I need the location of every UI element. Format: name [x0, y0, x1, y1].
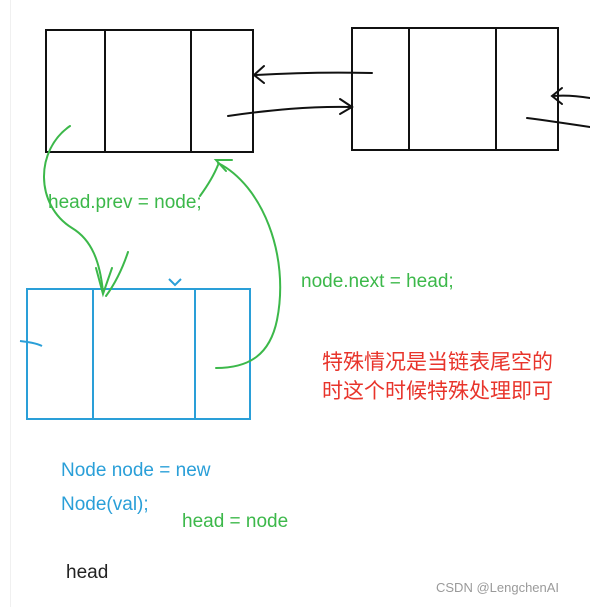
- head-node-box: [45, 29, 254, 153]
- offscreen-back-arrow: [552, 94, 590, 99]
- note-line-2: 时这个时候特殊处理即可: [322, 379, 553, 403]
- head-prev-arrowhead-a: [95, 267, 113, 298]
- node-next-arrowhead-b: [199, 164, 219, 197]
- second-node-box: [351, 27, 559, 151]
- node-next-arrowhead-a: [213, 159, 233, 172]
- new-node-prev-null-stroke: [19, 340, 43, 347]
- head-word-label: head: [66, 562, 109, 583]
- head-node: [45, 29, 254, 153]
- second-node: [351, 27, 559, 151]
- offscreen-back-arrowhead: [550, 87, 563, 105]
- note-line-1: 特殊情况是当链表尾空的: [322, 350, 553, 374]
- node-next-assignment-label: node.next = head;: [301, 271, 454, 292]
- forward-link-arrow: [227, 105, 353, 117]
- watermark: CSDN @LengchenAI: [436, 580, 560, 595]
- new-node-box: [26, 288, 251, 420]
- back-link-arrow: [255, 71, 373, 76]
- head-prev-to-node-arrow: [43, 125, 104, 293]
- node-next-to-head-arrow: [215, 162, 282, 369]
- head-prev-arrowhead-b: [105, 251, 129, 297]
- code-line-2: Node(val);: [61, 494, 149, 515]
- page-edge-line: [10, 0, 11, 607]
- new-links: [43, 125, 282, 369]
- head-prev-assignment-label: head.prev = node;: [48, 192, 202, 213]
- code-line-1: Node node = new: [61, 460, 211, 481]
- new-node: [19, 278, 251, 420]
- head-assignment-label: head = node: [182, 511, 289, 532]
- forward-link-arrowhead: [339, 98, 354, 115]
- new-node-top-tick: [168, 278, 182, 287]
- back-link-arrowhead: [252, 65, 265, 84]
- offscreen-forward-arrow: [526, 117, 590, 128]
- existing-links: [227, 65, 590, 128]
